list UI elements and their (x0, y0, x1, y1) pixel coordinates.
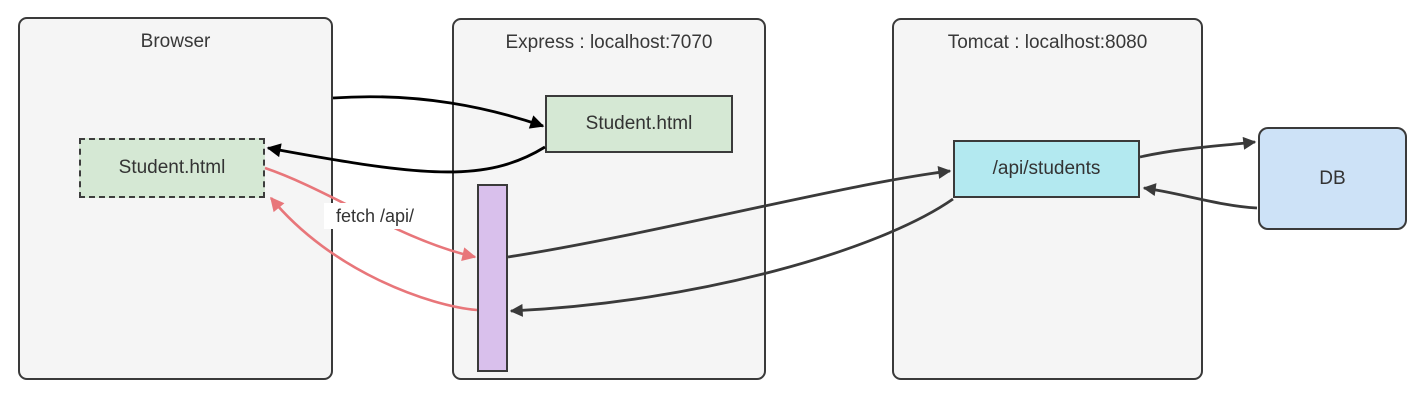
db-node: DB (1258, 127, 1407, 230)
browser-student-html-node: Student.html (79, 138, 265, 198)
browser-title: Browser (140, 31, 211, 52)
fetch-api-edge-label: fetch /api/ (324, 203, 426, 229)
express-activation-bar (477, 184, 508, 372)
api-students-node: /api/students (953, 140, 1140, 198)
browser-student-html-label: Student.html (118, 157, 226, 178)
api-students-label: /api/students (992, 158, 1101, 179)
fetch-api-edge-label-text: fetch /api/ (335, 205, 415, 226)
express-student-html-node: Student.html (545, 95, 733, 153)
tomcat-title: Tomcat : localhost:8080 (947, 32, 1148, 53)
db-label: DB (1319, 167, 1346, 189)
express-title: Express : localhost:7070 (505, 32, 713, 53)
browser-container: Browser (18, 17, 333, 380)
tomcat-container: Tomcat : localhost:8080 (892, 18, 1203, 380)
express-student-html-label: Student.html (585, 113, 693, 134)
